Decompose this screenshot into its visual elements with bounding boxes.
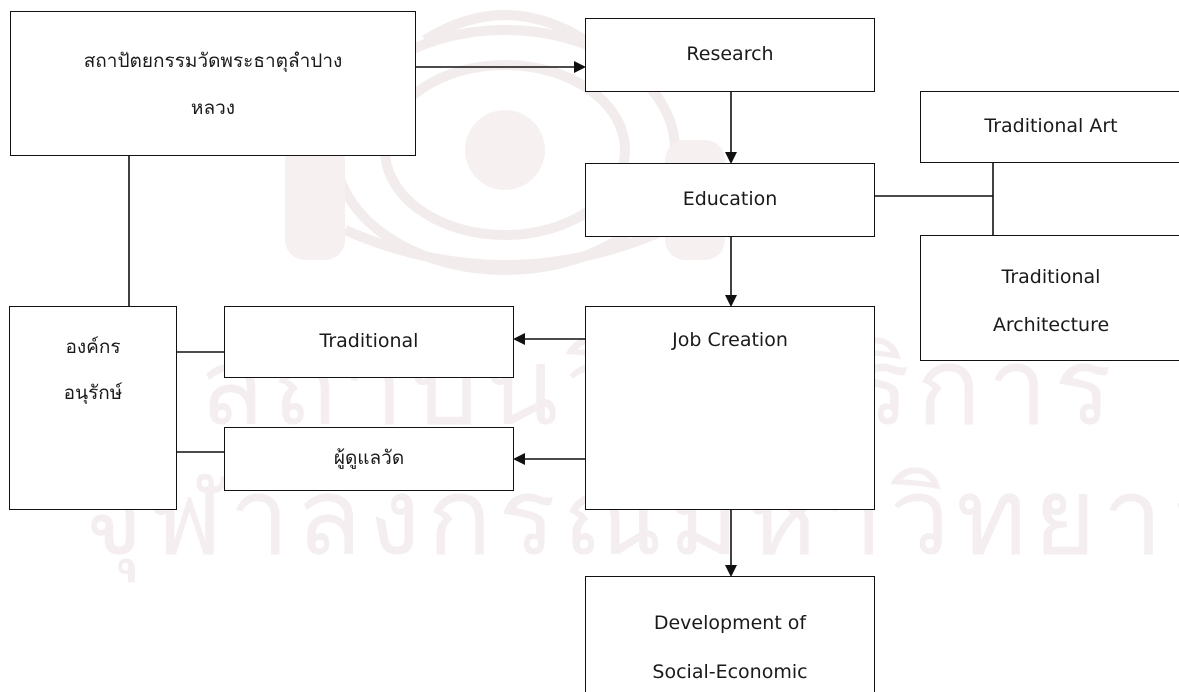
node-job-creation-label: Job Creation: [672, 329, 788, 351]
node-research: Research: [585, 18, 875, 92]
node-education-label: Education: [682, 188, 778, 211]
node-temple-caretaker-label: ผู้ดูแลวัด: [333, 447, 405, 470]
node-temple-architecture: สถาปัตยกรรมวัดพระธาตุลำปาง หลวง: [10, 11, 416, 156]
node-development-label: Development of Social-Economic: [652, 612, 808, 684]
node-traditional-art: Traditional Art: [920, 91, 1179, 163]
node-conservation-org-label: องค์กร อนุรักษ์: [63, 336, 123, 404]
node-traditional-art-label: Traditional Art: [984, 115, 1118, 138]
node-traditional: Traditional: [224, 306, 514, 378]
node-conservation-org: องค์กร อนุรักษ์: [9, 306, 177, 510]
node-development: Development of Social-Economic: [585, 576, 875, 692]
node-temple-architecture-label: สถาปัตยกรรมวัดพระธาตุลำปาง หลวง: [83, 50, 343, 119]
node-research-label: Research: [686, 43, 774, 66]
node-traditional-architecture: Traditional Architecture: [920, 235, 1179, 361]
node-education: Education: [585, 163, 875, 237]
node-traditional-label: Traditional: [319, 330, 419, 353]
node-temple-caretaker: ผู้ดูแลวัด: [224, 427, 514, 491]
node-traditional-architecture-label: Traditional Architecture: [992, 266, 1110, 336]
node-job-creation: Job Creation: [585, 306, 875, 510]
